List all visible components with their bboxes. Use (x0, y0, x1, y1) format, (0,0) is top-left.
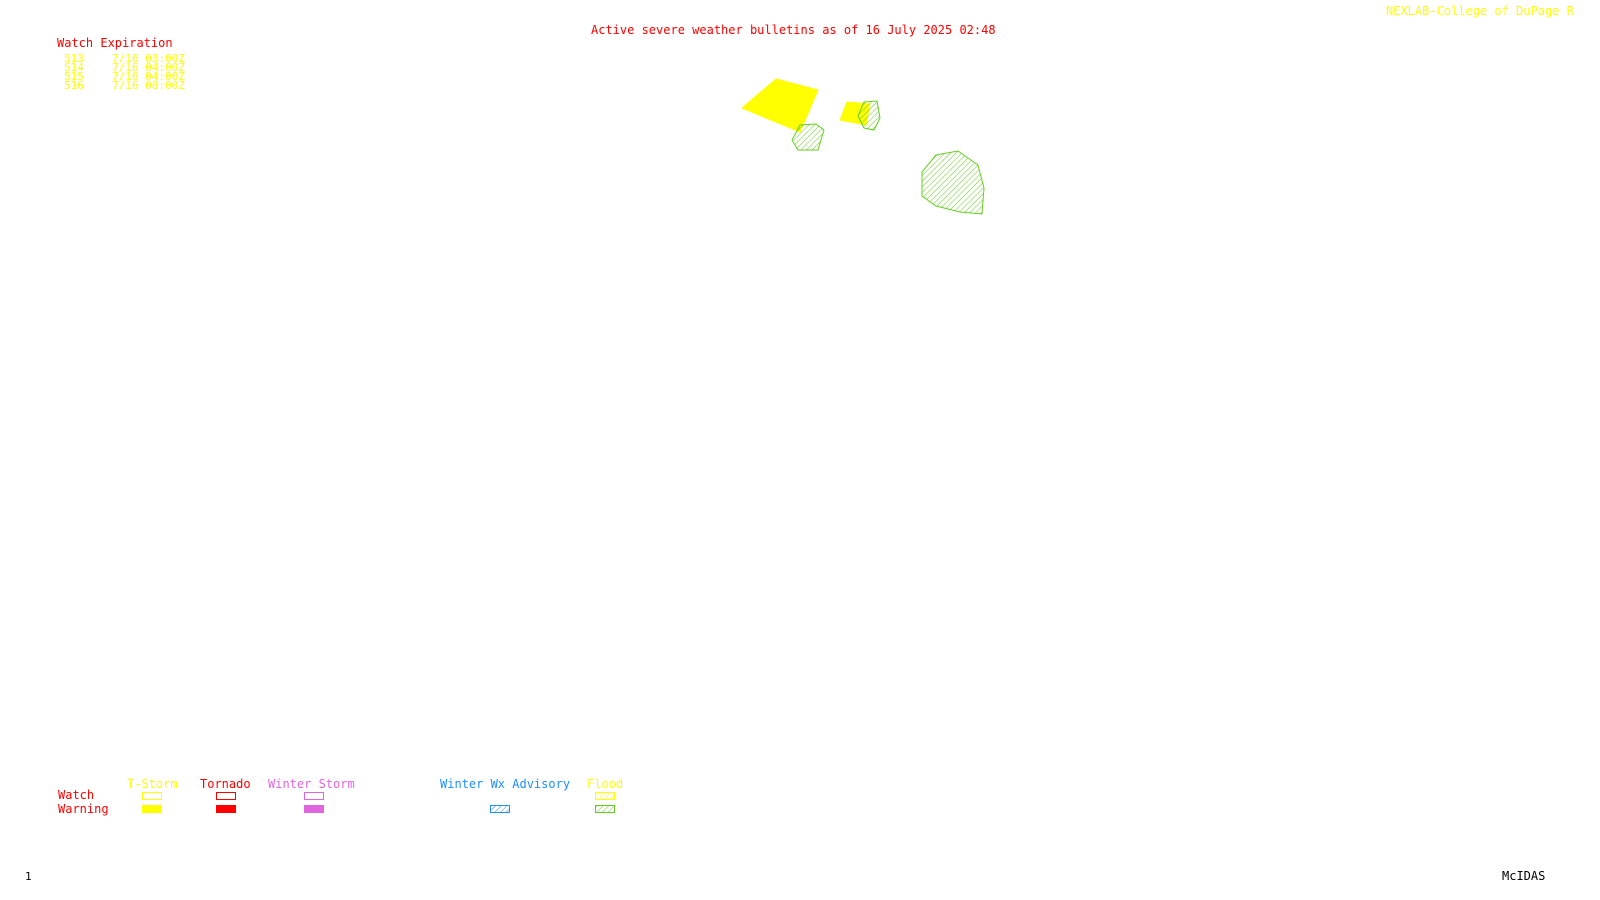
legend-tornado-warning-swatch (216, 805, 236, 813)
credit-label: NEXLAB-College of DuPage R (1386, 4, 1574, 18)
bulletin-title: Active severe weather bulletins as of 16… (591, 23, 996, 37)
watch-row: 515 7/16 04:00Z (64, 70, 185, 83)
watch-number: 514 (64, 61, 84, 74)
legend-tornado-label: Tornado (200, 777, 251, 791)
watch-number: 515 (64, 70, 84, 83)
legend-flood-watch-swatch (595, 792, 615, 800)
watch-number: 516 (64, 79, 84, 92)
flood-warning-polygon (857, 100, 881, 131)
software-label: McIDAS (1502, 869, 1546, 883)
flood-warning-polygon (791, 123, 825, 151)
watch-number: 513 (64, 52, 84, 65)
watch-row: 516 7/16 08:00Z (64, 79, 185, 92)
legend-tstorm-watch-swatch (142, 792, 162, 800)
legend-tstorm-label: T-Storm (127, 777, 178, 791)
legend-flood-warning-swatch (595, 805, 615, 813)
legend-tornado-watch-swatch (216, 792, 236, 800)
legend-winter-wx-advisory-swatch (490, 805, 510, 813)
legend-winter-storm-watch-swatch (304, 792, 324, 800)
legend-tstorm-warning-swatch (142, 805, 162, 813)
legend-warning-row-label: Warning (58, 802, 109, 816)
legend-flood-label: Flood (587, 777, 624, 791)
legend-winter-storm-label: Winter Storm (268, 777, 355, 791)
watch-expiration-heading: Watch Expiration (57, 36, 173, 50)
watch-expiry: 7/16 04:00Z (112, 70, 185, 83)
watch-expiry: 7/16 08:00Z (112, 79, 185, 92)
watch-row: 513 7/16 03:00Z (64, 52, 185, 65)
legend-watch-row-label: Watch (58, 788, 95, 802)
watch-expiration-list: 513 7/16 03:00Z 514 7/16 04:00Z 515 7/16 04… (64, 52, 185, 92)
watch-expiry: 7/16 04:00Z (112, 61, 185, 74)
flood-warning-polygon (921, 150, 985, 215)
watch-row: 514 7/16 04:00Z (64, 61, 185, 74)
legend-winter-storm-warning-swatch (304, 805, 324, 813)
legend-winter-wx-advisory-label: Winter Wx Advisory (440, 777, 571, 791)
frame-number: 1 (25, 870, 32, 883)
watch-expiry: 7/16 03:00Z (112, 52, 185, 65)
